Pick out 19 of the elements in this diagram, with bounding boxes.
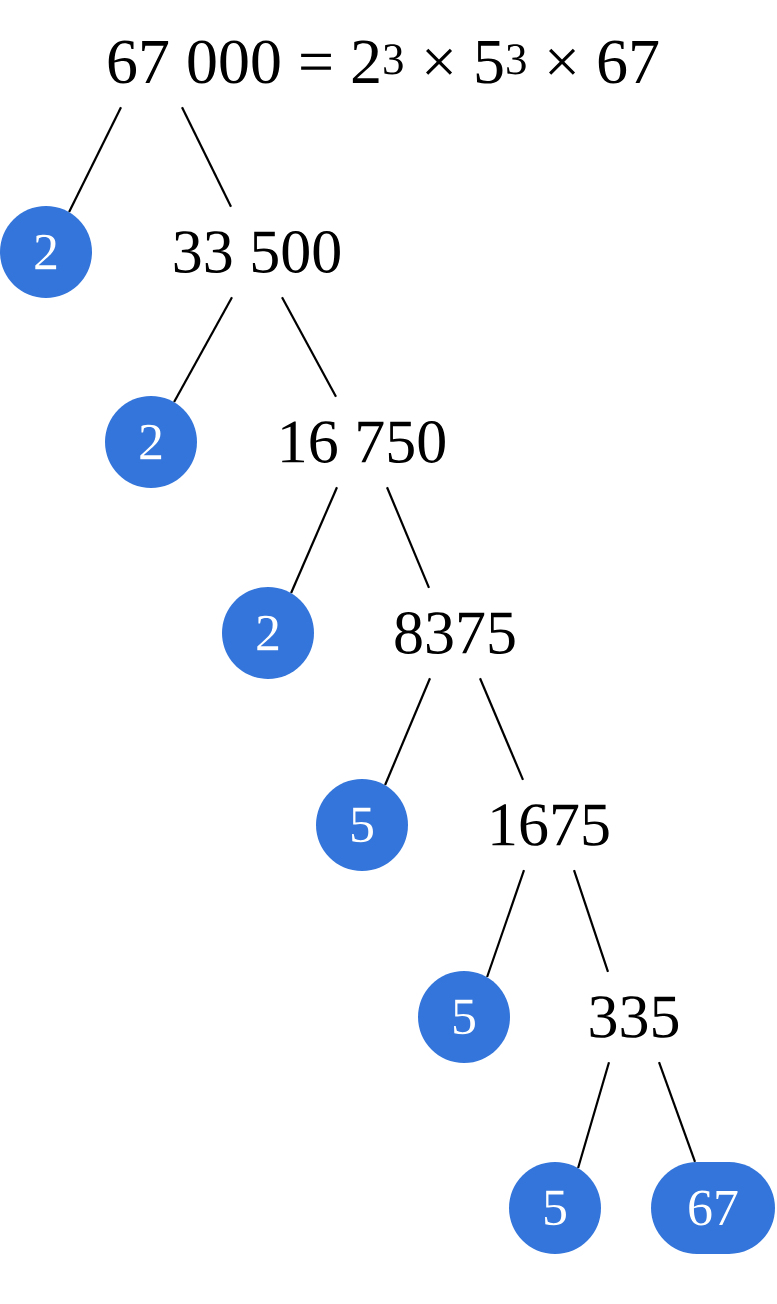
branch-line bbox=[384, 677, 431, 786]
branch-line bbox=[486, 869, 526, 978]
branch-line bbox=[181, 106, 232, 208]
factor-number: 16 750 bbox=[282, 421, 445, 463]
branch-line bbox=[281, 296, 337, 398]
branch-line bbox=[173, 296, 233, 403]
branch-line bbox=[479, 677, 525, 781]
factor-number: 1675 bbox=[492, 804, 609, 846]
factorization-equation: 67 000 = 2$^{3}$ × 5$^{3}$ × 67 bbox=[108, 40, 659, 84]
branch-line bbox=[657, 1061, 697, 1163]
factor-number: 335 bbox=[590, 996, 679, 1038]
factor-number: 8375 bbox=[395, 612, 515, 654]
branch-line bbox=[577, 1061, 611, 1169]
branch-line bbox=[386, 486, 430, 589]
prime-pill: 67 bbox=[651, 1162, 775, 1254]
factor-number: 33 500 bbox=[174, 231, 340, 273]
branch-line bbox=[290, 486, 338, 594]
branch-line bbox=[68, 106, 122, 213]
branch-line bbox=[572, 869, 610, 973]
